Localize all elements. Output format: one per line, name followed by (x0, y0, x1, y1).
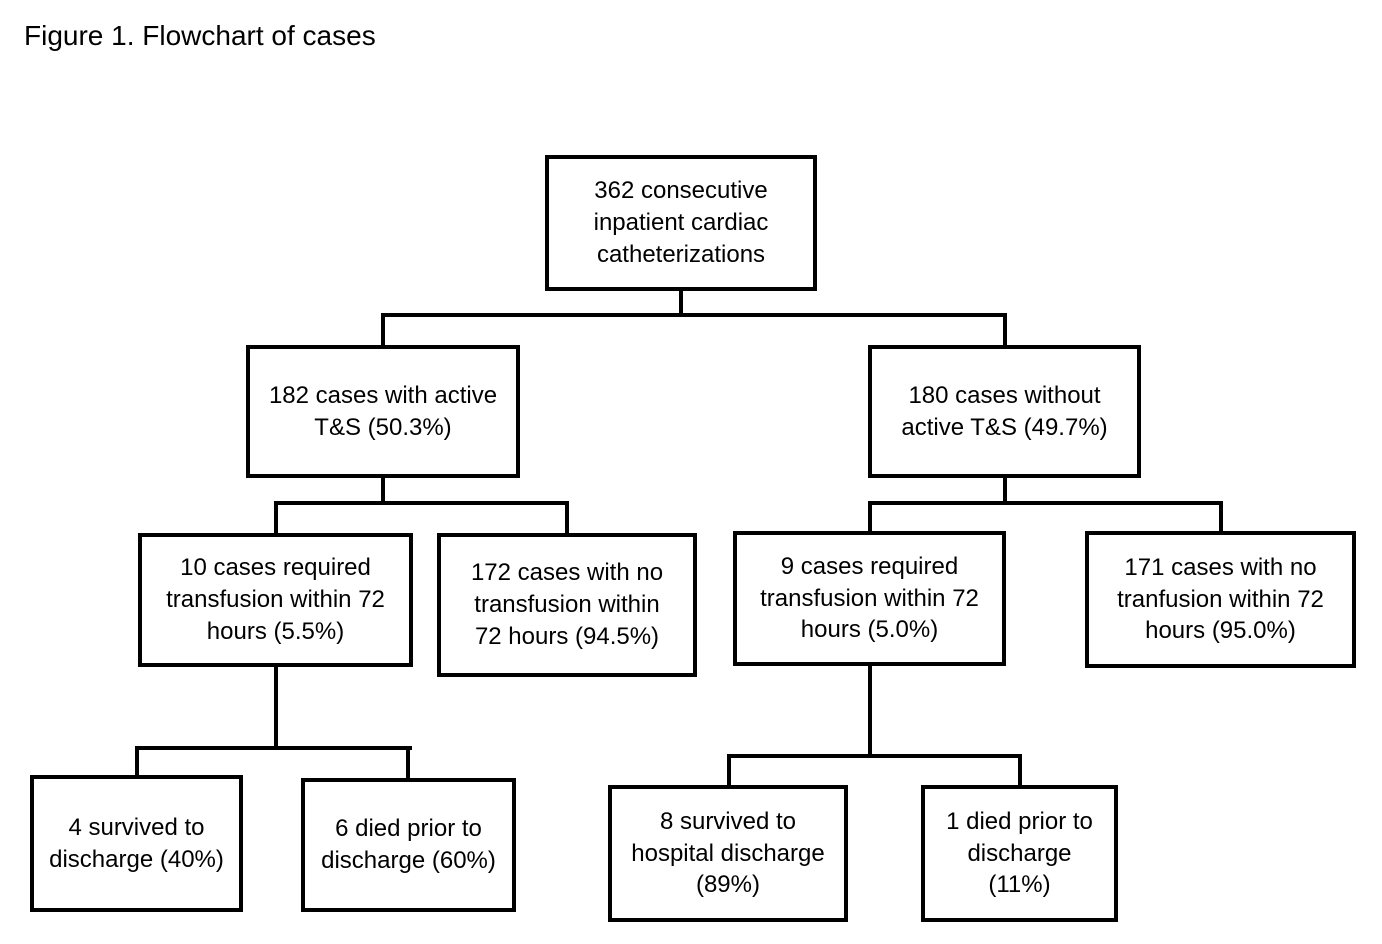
connector-nots-transfusion-crossbar (727, 754, 1022, 758)
connector-drop-nots-died (1018, 756, 1022, 787)
connector-active-ts-crossbar (274, 501, 569, 505)
node-total-catheterizations: 362 consecutive inpatient cardiac cathet… (545, 155, 817, 291)
node-ts-required-transfusion: 10 cases required transfusion within 72 … (138, 533, 413, 667)
connector-drop-ts-survived (135, 748, 139, 777)
node-nots-died: 1 died prior to discharge (11%) (921, 785, 1118, 922)
node-nots-required-transfusion: 9 cases required transfusion within 72 h… (733, 531, 1006, 666)
connector-drop-nots-transfusion (868, 503, 872, 533)
connector-drop-active-ts (381, 315, 385, 347)
connector-active-ts-stem (381, 476, 385, 505)
connector-drop-nots-survived (727, 756, 731, 787)
node-active-ts: 182 cases with active T&S (50.3%) (246, 345, 520, 478)
connector-ts-transfusion-stem (274, 665, 278, 750)
node-nots-survived: 8 survived to hospital discharge (89%) (608, 785, 848, 922)
connector-drop-ts-no-transfusion (565, 503, 569, 535)
connector-root-crossbar (381, 313, 1007, 317)
node-ts-survived: 4 survived to discharge (40%) (30, 775, 243, 912)
figure-title: Figure 1. Flowchart of cases (24, 20, 376, 51)
node-ts-died: 6 died prior to discharge (60%) (301, 778, 516, 912)
node-nots-no-transfusion: 171 cases with no tranfusion within 72 h… (1085, 531, 1356, 668)
node-without-active-ts: 180 cases without active T&S (49.7%) (868, 345, 1141, 478)
connector-drop-without-active-ts (1003, 315, 1007, 347)
connector-root-stem (679, 289, 683, 317)
connector-nots-transfusion-stem (868, 664, 872, 758)
connector-without-ts-stem (1003, 476, 1007, 505)
connector-drop-ts-transfusion (274, 503, 278, 535)
connector-ts-transfusion-crossbar (135, 746, 412, 750)
connector-drop-nots-no-transfusion (1219, 503, 1223, 533)
connector-drop-ts-died (406, 748, 410, 780)
connector-without-ts-crossbar (868, 501, 1223, 505)
node-ts-no-transfusion: 172 cases with no transfusion within 72 … (437, 533, 697, 677)
